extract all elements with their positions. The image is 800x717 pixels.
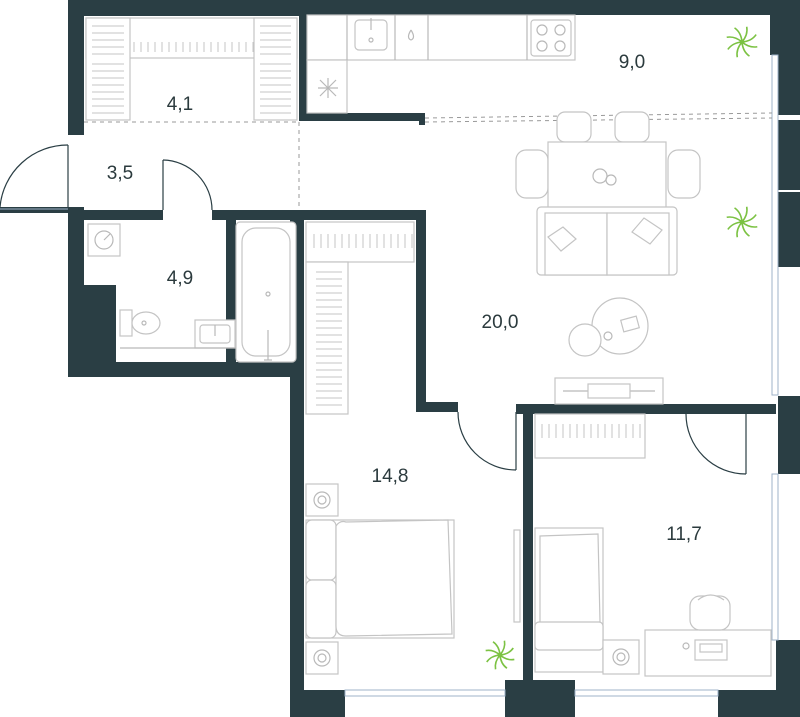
bedroom-small-wardrobe-icon [534,413,646,459]
plants [485,26,758,670]
room-labels: 4,1 3,5 4,9 9,0 20,0 14,8 11,7 [107,52,702,545]
fridge-vent-icon [318,78,338,98]
coffee-table-icon [568,297,649,357]
wall-segment [290,690,345,717]
wall-segment [68,0,84,135]
dining-table-icon [515,111,701,211]
entrance-door-swing[interactable] [0,144,69,208]
wall-segment [299,113,419,121]
tv-stand-icon [554,377,664,405]
bathtub-icon [235,221,297,363]
room-area-bedroom-main: 14,8 [372,466,409,487]
bedroom-main-door-swing[interactable] [457,411,517,471]
wall-segment [226,220,236,362]
double-bed-icon [305,519,455,639]
wall-segment [718,690,800,717]
wall-segment [299,45,307,120]
wall-segment [776,120,800,190]
water-drop-icon [407,29,415,41]
window [771,54,779,396]
wall-segment [0,207,84,213]
window [344,689,506,697]
room-area-wardrobe: 4,1 [167,94,193,115]
bedroom-small-door-swing[interactable] [685,413,747,475]
wall-segment [778,192,800,267]
kitchen-sink-icon [354,18,388,51]
wall-segment [212,210,300,220]
kitchen-counter [306,14,576,114]
window [771,473,779,641]
office-chair-icon [689,594,731,631]
wall-segment [516,404,776,414]
wall-segment [505,680,575,717]
wall-segment [416,402,458,412]
single-bed-icon [534,527,604,673]
plant-icon [726,206,758,238]
room-area-living: 20,0 [482,312,519,333]
window [574,689,719,697]
desk-icon [644,629,772,677]
sink-icon [194,319,236,349]
zone-divider [424,117,773,123]
wardrobe-icon [85,17,298,121]
room-area-bathroom: 4,9 [167,268,193,289]
wall-segment [290,210,424,220]
toilet-icon [119,309,161,337]
nightstand-icon [305,483,339,675]
wall-segment [770,15,800,55]
wall-segment [68,207,84,377]
wall-mirror-icon [513,529,521,623]
stove-icon [530,19,572,57]
wall-segment [523,404,533,717]
wall-segment [68,0,332,16]
room-area-hall: 3,5 [107,163,133,184]
sofa-icon [536,206,678,276]
wall-segment [419,113,425,125]
plant-icon [485,640,515,670]
wall-segment [68,362,304,377]
corridor-wardrobe-icon [305,221,415,415]
washer-icon [87,223,121,257]
windows [0,54,779,697]
wall-segment [776,55,800,115]
wall-segment [68,210,163,220]
wall-segment [416,210,426,410]
plant-icon [726,26,758,58]
wall-segment [84,285,116,365]
nightstand-icon [602,639,640,675]
wall-segment [332,0,800,15]
wall-segment [778,424,800,474]
bathroom-door-swing[interactable] [162,159,213,211]
zone-divider [424,112,773,119]
wall-segment [778,396,800,424]
room-area-kitchen: 9,0 [619,52,645,73]
room-area-bedroom-small: 11,7 [666,524,702,545]
doors [0,144,747,475]
